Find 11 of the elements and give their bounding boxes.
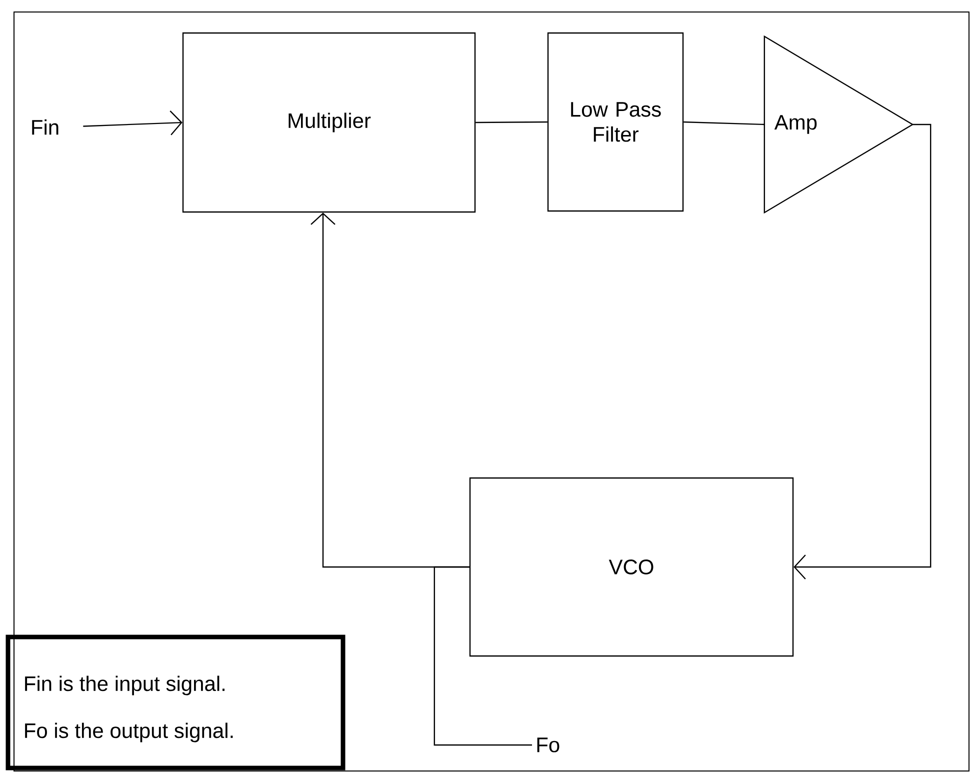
block-box: Multiplier	[182, 32, 476, 213]
block-box: Low Pass Filter	[547, 32, 684, 212]
arrow	[83, 110, 182, 136]
signal-label: Fin	[32, 119, 58, 135]
connector-line	[684, 121, 764, 126]
note-box: Fin is the input signal. Fo is the output signal.	[6, 634, 346, 770]
arrow	[794, 124, 932, 580]
connector-line	[476, 121, 548, 124]
signal-label: Fo	[537, 738, 560, 752]
block-box: VCO	[469, 477, 794, 657]
connector-line	[434, 566, 532, 746]
